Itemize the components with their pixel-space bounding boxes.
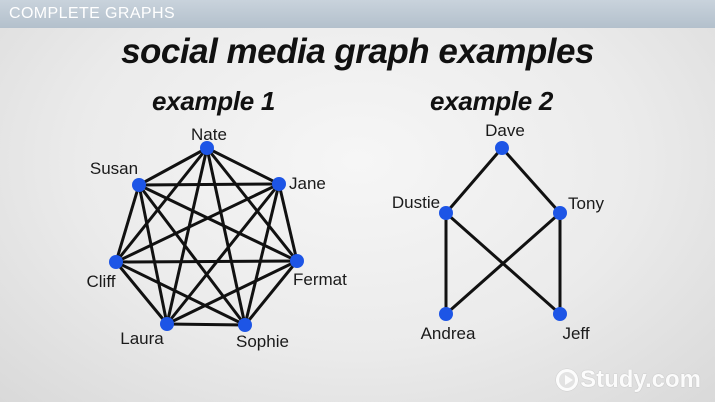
node-jane xyxy=(272,177,286,191)
node-label-nate: Nate xyxy=(191,125,227,144)
edge-nate-fermat xyxy=(205,146,299,263)
node-dave xyxy=(495,141,509,155)
edge-nate-sophie xyxy=(205,146,247,327)
edge-cliff-susan xyxy=(114,183,141,264)
node-label-sophie: Sophie xyxy=(236,332,289,351)
node-tony xyxy=(553,206,567,220)
edge-jane-susan xyxy=(137,182,281,187)
edge-fermat-cliff xyxy=(114,259,299,264)
edge-jane-sophie xyxy=(243,182,281,327)
node-label-tony: Tony xyxy=(568,194,604,213)
edge-jane-laura xyxy=(165,182,281,326)
node-laura xyxy=(160,317,174,331)
node-nate xyxy=(200,141,214,155)
node-label-andrea: Andrea xyxy=(421,324,476,343)
edge-sophie-cliff xyxy=(114,260,247,327)
edge-nate-laura xyxy=(165,146,209,326)
node-fermat xyxy=(290,254,304,268)
edge-tony-andrea xyxy=(444,211,562,316)
section-label: COMPLETE GRAPHS xyxy=(9,5,176,22)
edge-nate-jane xyxy=(205,146,281,186)
edge-laura-susan xyxy=(137,183,169,326)
watermark-text: Study.com xyxy=(580,366,701,393)
node-dustie xyxy=(439,206,453,220)
edge-fermat-sophie xyxy=(243,259,299,327)
edge-laura-cliff xyxy=(114,260,169,326)
example-1-title: example 1 xyxy=(152,86,276,116)
node-andrea xyxy=(439,307,453,321)
node-label-jeff: Jeff xyxy=(562,324,589,343)
study-watermark: Study.com xyxy=(556,366,701,394)
node-susan xyxy=(132,178,146,192)
node-cliff xyxy=(109,255,123,269)
page-title: social media graph examples xyxy=(121,32,594,71)
edge-dave-tony xyxy=(500,146,562,215)
edge-jane-fermat xyxy=(277,182,299,263)
node-label-cliff: Cliff xyxy=(87,272,116,291)
header-bar: COMPLETE GRAPHS xyxy=(0,0,715,28)
nodes-layer xyxy=(109,141,567,332)
node-label-dustie: Dustie xyxy=(392,193,440,212)
edges-layer xyxy=(114,146,562,327)
node-label-fermat: Fermat xyxy=(293,270,347,289)
edge-sophie-laura xyxy=(165,322,247,327)
edge-nate-susan xyxy=(137,146,209,187)
node-label-susan: Susan xyxy=(90,159,138,178)
example-2-title: example 2 xyxy=(430,86,554,116)
edge-dave-dustie xyxy=(444,146,504,215)
edge-sophie-susan xyxy=(137,183,247,327)
edge-jane-cliff xyxy=(114,182,281,264)
node-jeff xyxy=(553,307,567,321)
play-circle-icon xyxy=(556,369,579,391)
node-sophie xyxy=(238,318,252,332)
node-label-laura: Laura xyxy=(120,329,164,348)
edge-fermat-susan xyxy=(137,183,299,263)
edge-nate-cliff xyxy=(114,146,209,264)
edge-fermat-laura xyxy=(165,259,299,326)
node-label-jane: Jane xyxy=(289,174,326,193)
node-label-dave: Dave xyxy=(485,121,525,140)
